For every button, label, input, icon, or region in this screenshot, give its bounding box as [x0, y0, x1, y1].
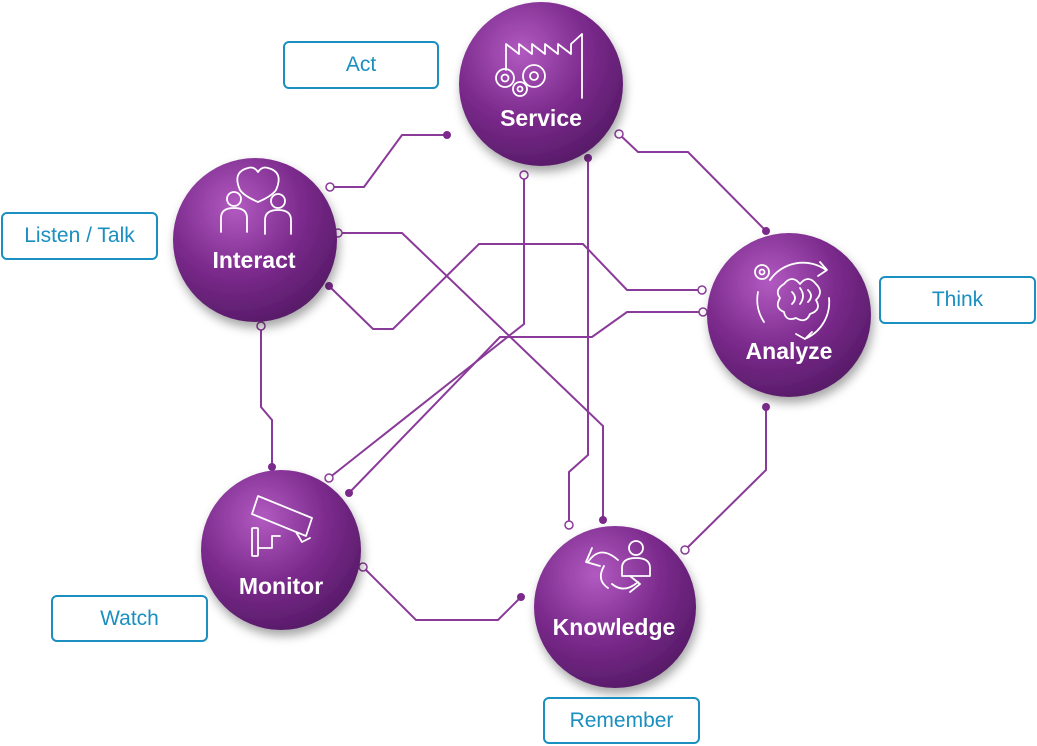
connector-interact-analyze	[328, 243, 702, 330]
node-label-knowledge: Knowledge	[553, 614, 676, 640]
tag-act: Act	[283, 41, 439, 89]
node-label-monitor: Monitor	[239, 573, 323, 599]
node-interact: Interact	[173, 158, 337, 322]
connector-service-monitor	[328, 175, 525, 479]
node-label-service: Service	[500, 105, 582, 131]
brain-gear-cycle-icon	[754, 261, 831, 340]
node-label-interact: Interact	[212, 247, 295, 273]
connector-interact-monitor	[260, 326, 273, 467]
node-label-analyze: Analyze	[746, 338, 833, 364]
tag-watch: Watch	[51, 595, 208, 642]
connector-interact-service	[330, 134, 447, 188]
tag-listen-talk: Listen / Talk	[1, 212, 158, 260]
tag-remember: Remember	[543, 697, 700, 744]
connector-analyze-knowledge	[684, 407, 767, 551]
factory-gears-icon	[495, 33, 583, 99]
node-analyze: Analyze	[707, 233, 871, 397]
knowledge-sharing-icon	[585, 540, 651, 593]
tag-think: Think	[879, 276, 1036, 324]
node-service: Service	[459, 2, 623, 166]
node-knowledge: Knowledge	[534, 526, 696, 688]
connector-service-analyze	[618, 133, 767, 232]
connector-interact-knowledge	[338, 232, 604, 520]
connector-monitor-knowledge	[362, 566, 522, 621]
connector-service-knowledge	[568, 158, 589, 525]
node-monitor: Monitor	[201, 470, 361, 630]
connector-analyze-monitor	[348, 311, 703, 494]
connectors	[260, 133, 767, 621]
security-camera-icon	[251, 495, 313, 557]
people-conversation-icon	[220, 166, 292, 235]
